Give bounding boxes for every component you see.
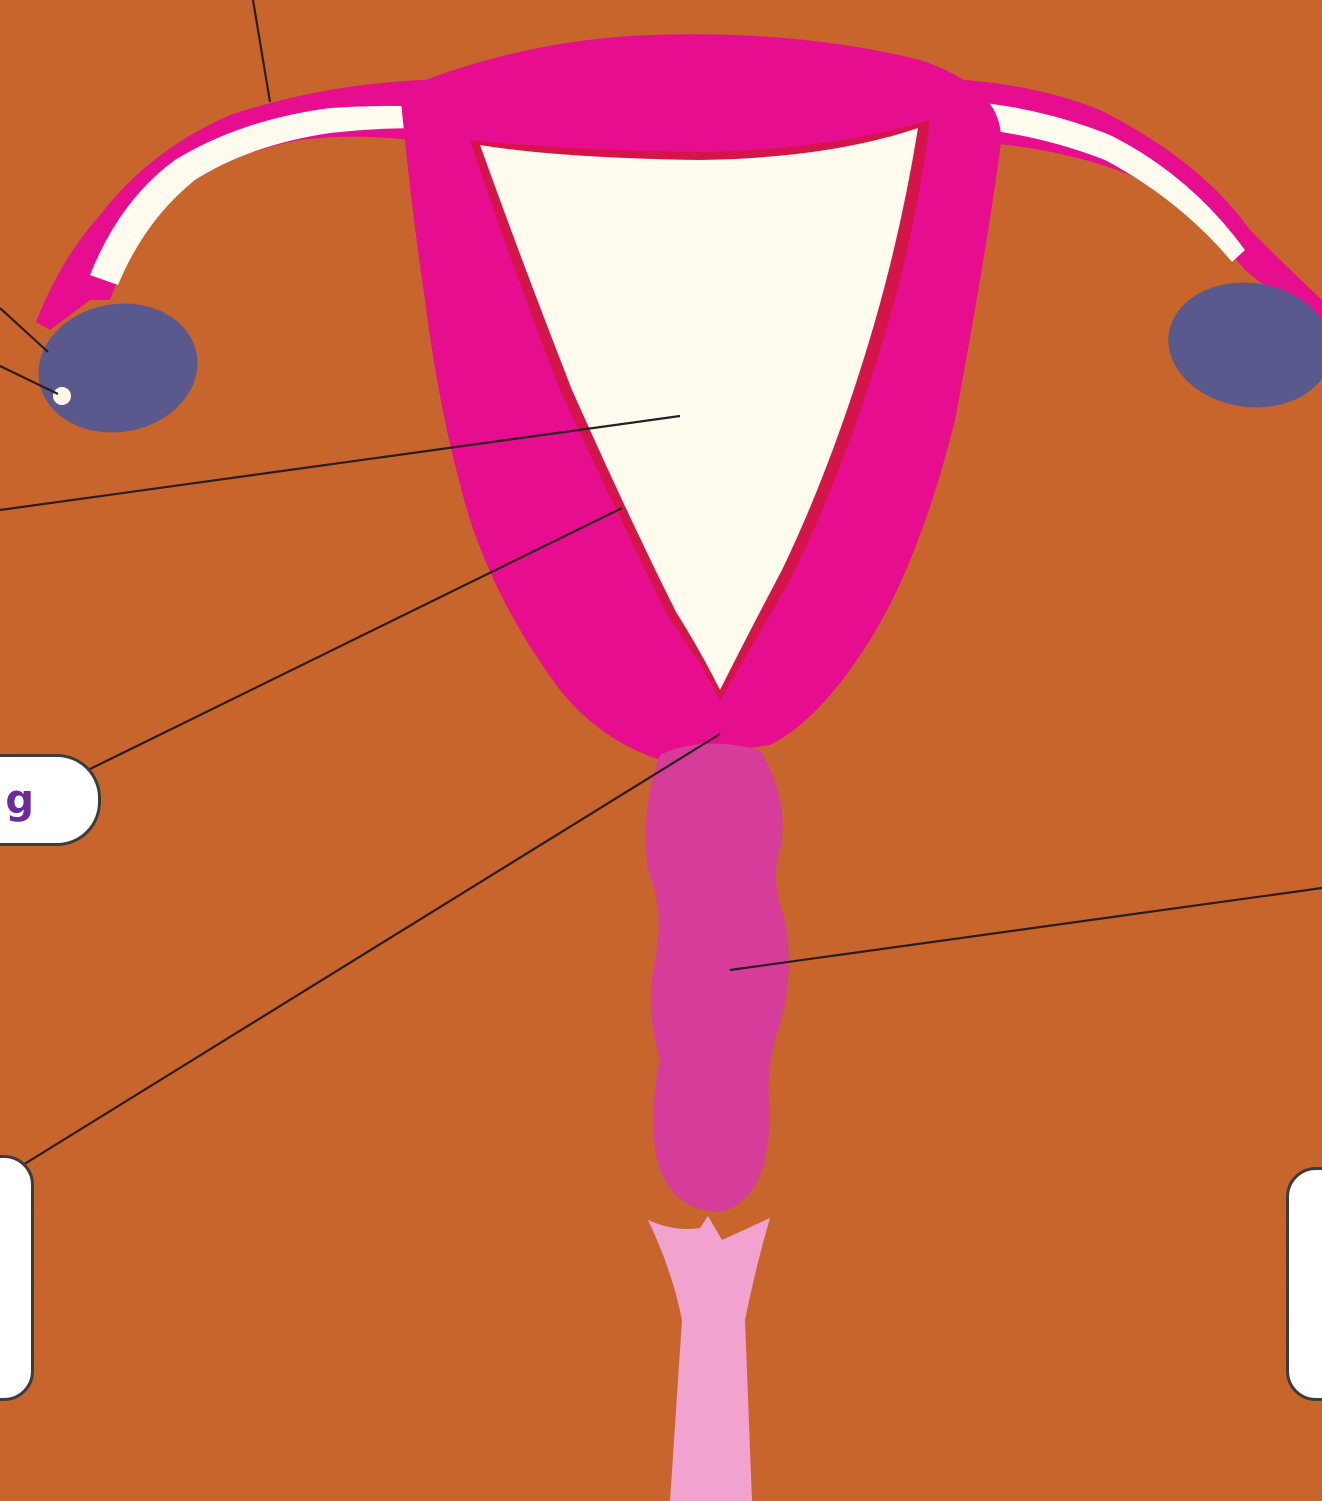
endometrium-label-box: g: [0, 754, 101, 846]
ovum: [53, 387, 71, 405]
vagina-label-box: [1286, 1167, 1322, 1401]
cervix-label-box: [0, 1155, 34, 1401]
endometrium-label-text: g: [5, 780, 34, 820]
cervix: [646, 744, 789, 1212]
